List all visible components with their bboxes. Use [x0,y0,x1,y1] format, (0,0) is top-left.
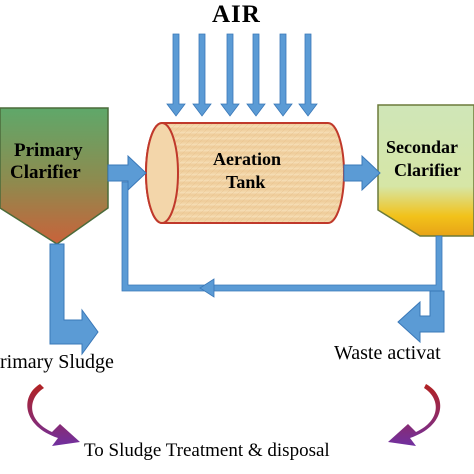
curved-arrow-icon [388,384,441,446]
air-arrow-icon [246,33,266,117]
flow-arrow-icon [343,154,381,192]
waste-sludge-outlet [397,290,445,344]
air-label: AIR [212,1,261,28]
flow-arrow-icon [107,154,147,192]
air-arrows [166,33,318,117]
secondary-clarifier-label-line1: Secondar [386,137,458,157]
air-arrow-icon [220,33,240,117]
primary-clarifier-label-line1: Primary [14,140,83,161]
disposal-label: To Sludge Treatment & disposal [84,440,330,461]
primary-clarifier [0,107,109,245]
primary-sludge-label: rimary Sludge [0,351,114,373]
curved-arrow-icon [27,384,80,446]
air-arrow-icon [166,33,186,117]
aeration-tank [145,122,345,224]
air-arrow-icon [298,33,318,117]
return-sludge-line [121,181,443,298]
secondary-clarifier [377,104,474,237]
primary-clarifier-label-line2: Clarifier [10,162,81,183]
aeration-tank-label-line1: Aeration [213,149,281,169]
flow-arrow-icon [199,278,215,298]
waste-activated-label: Waste activat [334,342,441,364]
aeration-tank-label-line2: Tank [226,172,266,192]
primary-sludge-outlet [49,243,99,356]
air-arrow-icon [192,33,212,117]
secondary-clarifier-label-line2: Clarifier [394,160,461,180]
air-arrow-icon [273,33,293,117]
